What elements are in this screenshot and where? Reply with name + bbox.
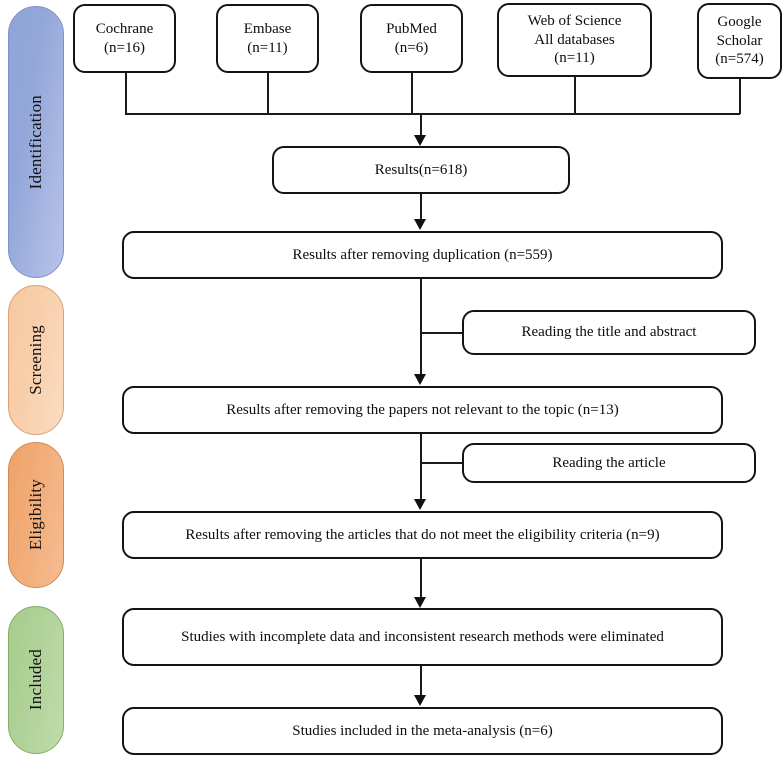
flow-box-results: Results(n=618) bbox=[272, 146, 570, 194]
connector-stem-cochrane bbox=[125, 73, 127, 114]
arrowhead-to-included bbox=[414, 695, 426, 706]
source-text-embase: Embase (n=11) bbox=[243, 20, 292, 56]
connector-branch-reading-title bbox=[421, 332, 463, 334]
flow-box-not-relevant: Results after removing the papers not re… bbox=[122, 386, 723, 434]
flow-text-results: Results(n=618) bbox=[374, 161, 468, 178]
flow-text-included: Studies included in the meta-analysis (n… bbox=[292, 722, 553, 739]
stage-pill-screening: Screening bbox=[8, 285, 64, 435]
source-box-pubmed: PubMed (n=6) bbox=[360, 4, 463, 73]
stage-label-included: Included bbox=[26, 649, 45, 711]
note-text-reading-title-and-abstract: Reading the title and abstract bbox=[521, 324, 697, 341]
stage-label-screening: Screening bbox=[26, 325, 45, 395]
source-text-pubmed: PubMed (n=6) bbox=[386, 20, 437, 56]
arrowhead-to-eliminated bbox=[414, 597, 426, 608]
source-box-cochrane: Cochrane (n=16) bbox=[73, 4, 176, 73]
connector-results-to-dedup bbox=[420, 194, 422, 220]
source-text-web-of-science: Web of Science All databases (n=11) bbox=[527, 12, 622, 67]
flow-text-eliminated: Studies with incomplete data and inconsi… bbox=[181, 628, 664, 645]
connector-dedup-to-not-relevant bbox=[420, 279, 422, 375]
stage-pill-identification: Identification bbox=[8, 6, 64, 278]
connector-manifold-bar bbox=[125, 113, 740, 115]
flow-box-after-duplication: Results after removing duplication (n=55… bbox=[122, 231, 723, 279]
connector-eliminated-to-included bbox=[420, 666, 422, 696]
flow-text-eligibility-criteria: Results after removing the articles that… bbox=[185, 526, 660, 543]
flow-box-eliminated: Studies with incomplete data and inconsi… bbox=[122, 608, 723, 666]
arrowhead-to-dedup bbox=[414, 219, 426, 230]
connector-stem-pubmed bbox=[411, 73, 413, 114]
connector-stem-google-scholar bbox=[739, 79, 741, 114]
stage-label-eligibility: Eligibility bbox=[26, 479, 45, 551]
flow-box-included: Studies included in the meta-analysis (n… bbox=[122, 707, 723, 755]
source-box-google-scholar: Google Scholar (n=574) bbox=[697, 3, 782, 79]
note-box-reading-title-and-abstract: Reading the title and abstract bbox=[462, 310, 756, 355]
connector-manifold-to-results bbox=[420, 113, 422, 138]
arrowhead-to-results bbox=[414, 135, 426, 146]
connector-not-relevant-to-eligibility bbox=[420, 434, 422, 500]
note-box-reading-article: Reading the article bbox=[462, 443, 756, 483]
flow-box-eligibility-criteria: Results after removing the articles that… bbox=[122, 511, 723, 559]
arrowhead-to-eligibility bbox=[414, 499, 426, 510]
stage-label-identification: Identification bbox=[26, 94, 45, 190]
source-box-embase: Embase (n=11) bbox=[216, 4, 319, 73]
connector-eligibility-to-eliminated bbox=[420, 559, 422, 598]
arrowhead-to-not-relevant bbox=[414, 374, 426, 385]
flow-text-after-duplication: Results after removing duplication (n=55… bbox=[292, 246, 553, 263]
connector-stem-web-of-science bbox=[574, 77, 576, 114]
stage-pill-included: Included bbox=[8, 606, 64, 754]
source-text-google-scholar: Google Scholar (n=574) bbox=[715, 13, 764, 68]
stage-pill-eligibility: Eligibility bbox=[8, 442, 64, 588]
connector-stem-embase bbox=[267, 73, 269, 114]
connector-branch-reading-article bbox=[421, 462, 463, 464]
source-text-cochrane: Cochrane (n=16) bbox=[95, 20, 154, 56]
source-box-web-of-science: Web of Science All databases (n=11) bbox=[497, 3, 652, 77]
note-text-reading-article: Reading the article bbox=[552, 454, 666, 471]
flow-text-not-relevant: Results after removing the papers not re… bbox=[226, 401, 619, 418]
